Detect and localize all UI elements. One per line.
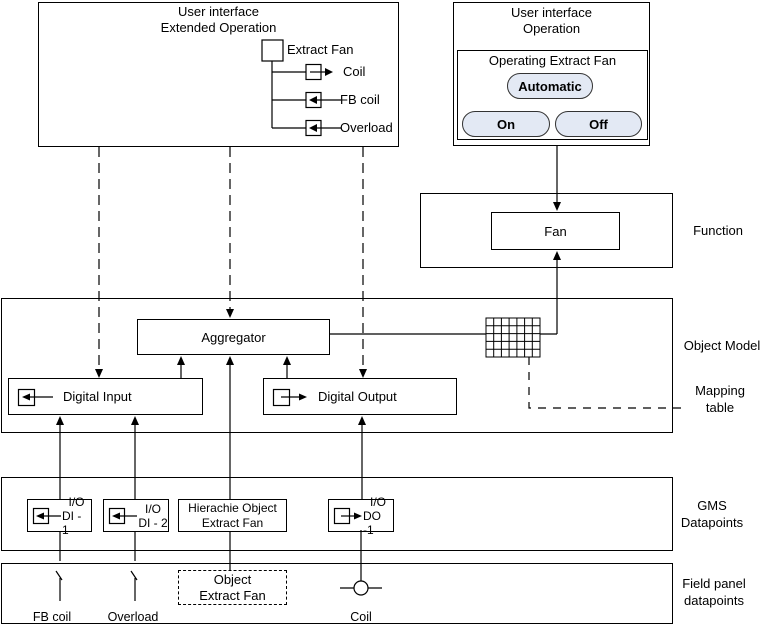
operating-extract-fan-group: [457, 50, 648, 140]
field-panel-section-label: Field panel datapoints: [682, 576, 746, 608]
io-output-icon: [333, 505, 363, 527]
digital-input-label: Digital Input: [63, 389, 132, 404]
gms-datapoint-hierarchy-object: Hierachie Object Extract Fan: [178, 499, 287, 532]
tree-node-extract-fan: Extract Fan: [287, 42, 354, 57]
function-section-label: Function: [693, 223, 743, 238]
gms-section-box: [1, 477, 673, 551]
extended-operation-title: User interface Extended Operation: [160, 4, 277, 35]
gms-section-label: GMS Datapoints: [680, 498, 744, 530]
digital-output-box: Digital Output: [263, 378, 457, 415]
on-button[interactable]: On: [462, 111, 550, 137]
operation-panel: [453, 2, 650, 146]
digital-input-box: Digital Input: [8, 378, 203, 415]
object-model-section-box: [1, 298, 673, 433]
object-model-section-label: Object Model: [683, 338, 761, 353]
io-input-icon: [32, 505, 62, 527]
mapping-table-label: Mapping table: [695, 383, 745, 415]
digital-output-label: Digital Output: [318, 389, 397, 404]
gms-datapoint-di2: I/O DI - 2: [103, 499, 169, 532]
aggregator-box: Aggregator: [137, 319, 330, 355]
tree-node-coil: Coil: [343, 64, 366, 79]
gms-datapoint-di1: I/O DI - 1: [27, 495, 92, 537]
gms-datapoint-di1-label: I/O DI - 1: [62, 494, 85, 537]
field-panel-section-box: [1, 563, 673, 624]
tree-node-overload: Overload: [340, 120, 393, 135]
field-panel-signal-overload: Overload: [107, 610, 159, 624]
field-panel-signal-fb-coil: FB coil: [32, 610, 72, 624]
gms-datapoint-do1-label: I/O DO -1: [363, 494, 386, 537]
off-button[interactable]: Off: [555, 111, 642, 137]
io-output-icon: [272, 386, 310, 408]
gms-datapoint-di2-label: I/O DI - 2: [138, 501, 168, 530]
operating-extract-fan-title: Operating Extract Fan: [488, 53, 617, 68]
tree-node-fb-coil: FB coil: [340, 92, 380, 107]
field-panel-object-box: Object Extract Fan: [178, 570, 287, 605]
gms-datapoint-do1: I/O DO -1: [328, 495, 394, 537]
automatic-button[interactable]: Automatic: [507, 73, 593, 99]
field-panel-signal-coil: Coil: [350, 610, 372, 624]
io-input-icon: [108, 505, 138, 527]
operation-title: User interface Operation: [511, 5, 592, 36]
io-input-icon: [17, 386, 55, 408]
field-panel-object-label: Object Extract Fan: [199, 571, 266, 603]
fan-box: Fan: [491, 212, 620, 250]
hierarchy-object-label: Hierachie Object Extract Fan: [188, 500, 277, 530]
extended-operation-panel: [38, 2, 399, 147]
function-section-box: [420, 193, 673, 268]
